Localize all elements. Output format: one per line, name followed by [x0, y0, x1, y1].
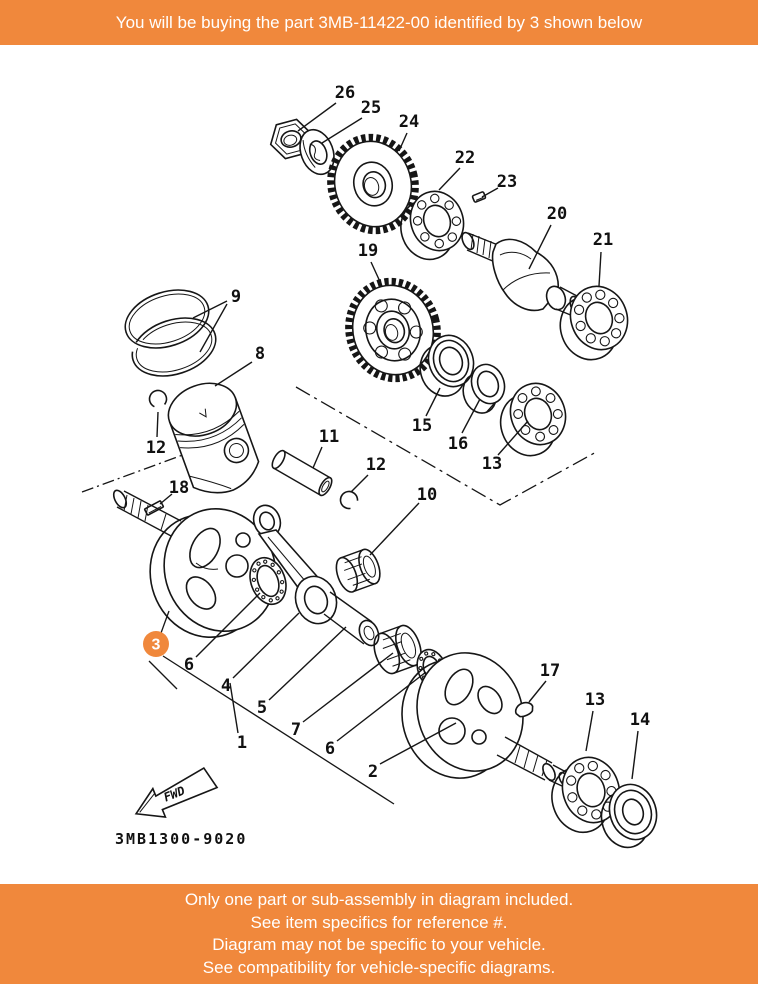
- part-label-6: 6: [184, 655, 194, 675]
- part-label-12: 12: [366, 455, 386, 475]
- fwd-arrow-icon: FWD: [134, 766, 219, 818]
- part-21-bearing: [559, 285, 629, 361]
- notice-line-3: Diagram may not be specific to your vehi…: [212, 935, 546, 954]
- exploded-parts-drawing: FWD 3MB1300-9020 26252422232021199812111…: [81, 83, 658, 849]
- part-2-crank-half-right: [401, 652, 570, 787]
- part-label-26: 26: [335, 83, 355, 103]
- part-label-4: 4: [221, 676, 231, 696]
- highlighted-part-number: 3: [152, 637, 161, 654]
- part-23-key: [471, 191, 487, 203]
- part-16-spacer: [462, 363, 506, 414]
- part-label-12: 12: [146, 438, 166, 458]
- part-label-10: 10: [417, 485, 437, 505]
- top-notice-text: You will be buying the part 3MB-11422-00…: [115, 12, 643, 32]
- part-3-crank-half-left: [112, 489, 277, 639]
- part-13-bearing-lower: [551, 756, 621, 834]
- part-9-piston-rings: [124, 289, 217, 377]
- leader-lines: [156, 102, 639, 780]
- part-6-thrust-washer-left: [249, 556, 287, 606]
- part-label-22: 22: [455, 148, 475, 168]
- bottom-notice-banner: Only one part or sub-assembly in diagram…: [0, 884, 758, 984]
- notice-line-4: See compatibility for vehicle-specific d…: [202, 957, 556, 977]
- part-14-oil-seal: [600, 783, 658, 849]
- part-label-13: 13: [585, 690, 605, 710]
- diagram-code: 3MB1300-9020: [115, 830, 247, 848]
- part-label-21: 21: [593, 230, 613, 250]
- part-label-13: 13: [482, 454, 502, 474]
- construction-lines: [81, 386, 599, 805]
- part-22-bearing: [400, 190, 465, 261]
- part-20-balancer: [461, 231, 583, 317]
- part-4-connecting-rod: [252, 504, 338, 625]
- part-label-20: 20: [547, 204, 567, 224]
- part-8-piston: [167, 382, 260, 494]
- part-label-7: 7: [291, 720, 301, 740]
- notice-line-1: Only one part or sub-assembly in diagram…: [184, 890, 574, 909]
- part-13-bearing-upper: [499, 382, 567, 457]
- part-11-piston-pin: [271, 449, 333, 497]
- part-label-11: 11: [319, 427, 339, 447]
- part-12-circlip-left: [148, 389, 168, 409]
- part-label-18: 18: [169, 478, 189, 498]
- part-18-key: [143, 500, 165, 516]
- part-label-15: 15: [412, 416, 432, 436]
- part-label-6: 6: [325, 739, 335, 759]
- top-notice-banner: You will be buying the part 3MB-11422-00…: [0, 0, 758, 45]
- part-label-1: 1: [237, 733, 247, 753]
- part-12-circlip-right: [339, 490, 359, 510]
- notice-line-2: See item specifics for reference #.: [250, 912, 508, 932]
- part-label-8: 8: [255, 344, 265, 364]
- part-label-16: 16: [448, 434, 468, 454]
- part-label-23: 23: [497, 172, 517, 192]
- part-label-9: 9: [231, 287, 241, 307]
- part-label-24: 24: [399, 112, 419, 132]
- part-17-key: [514, 701, 534, 718]
- part-label-17: 17: [540, 661, 560, 681]
- part-label-5: 5: [257, 698, 267, 718]
- part-10-needle-cage: [335, 548, 381, 593]
- part-label-14: 14: [630, 710, 650, 730]
- part-label-19: 19: [358, 241, 378, 261]
- part-7-needle-bearing: [373, 624, 422, 675]
- part-label-25: 25: [361, 98, 381, 118]
- part-15-oil-seal: [419, 334, 475, 397]
- part-24-gear: [327, 133, 419, 235]
- part-label-2: 2: [368, 762, 378, 782]
- highlighted-part-badge: 3: [143, 631, 169, 657]
